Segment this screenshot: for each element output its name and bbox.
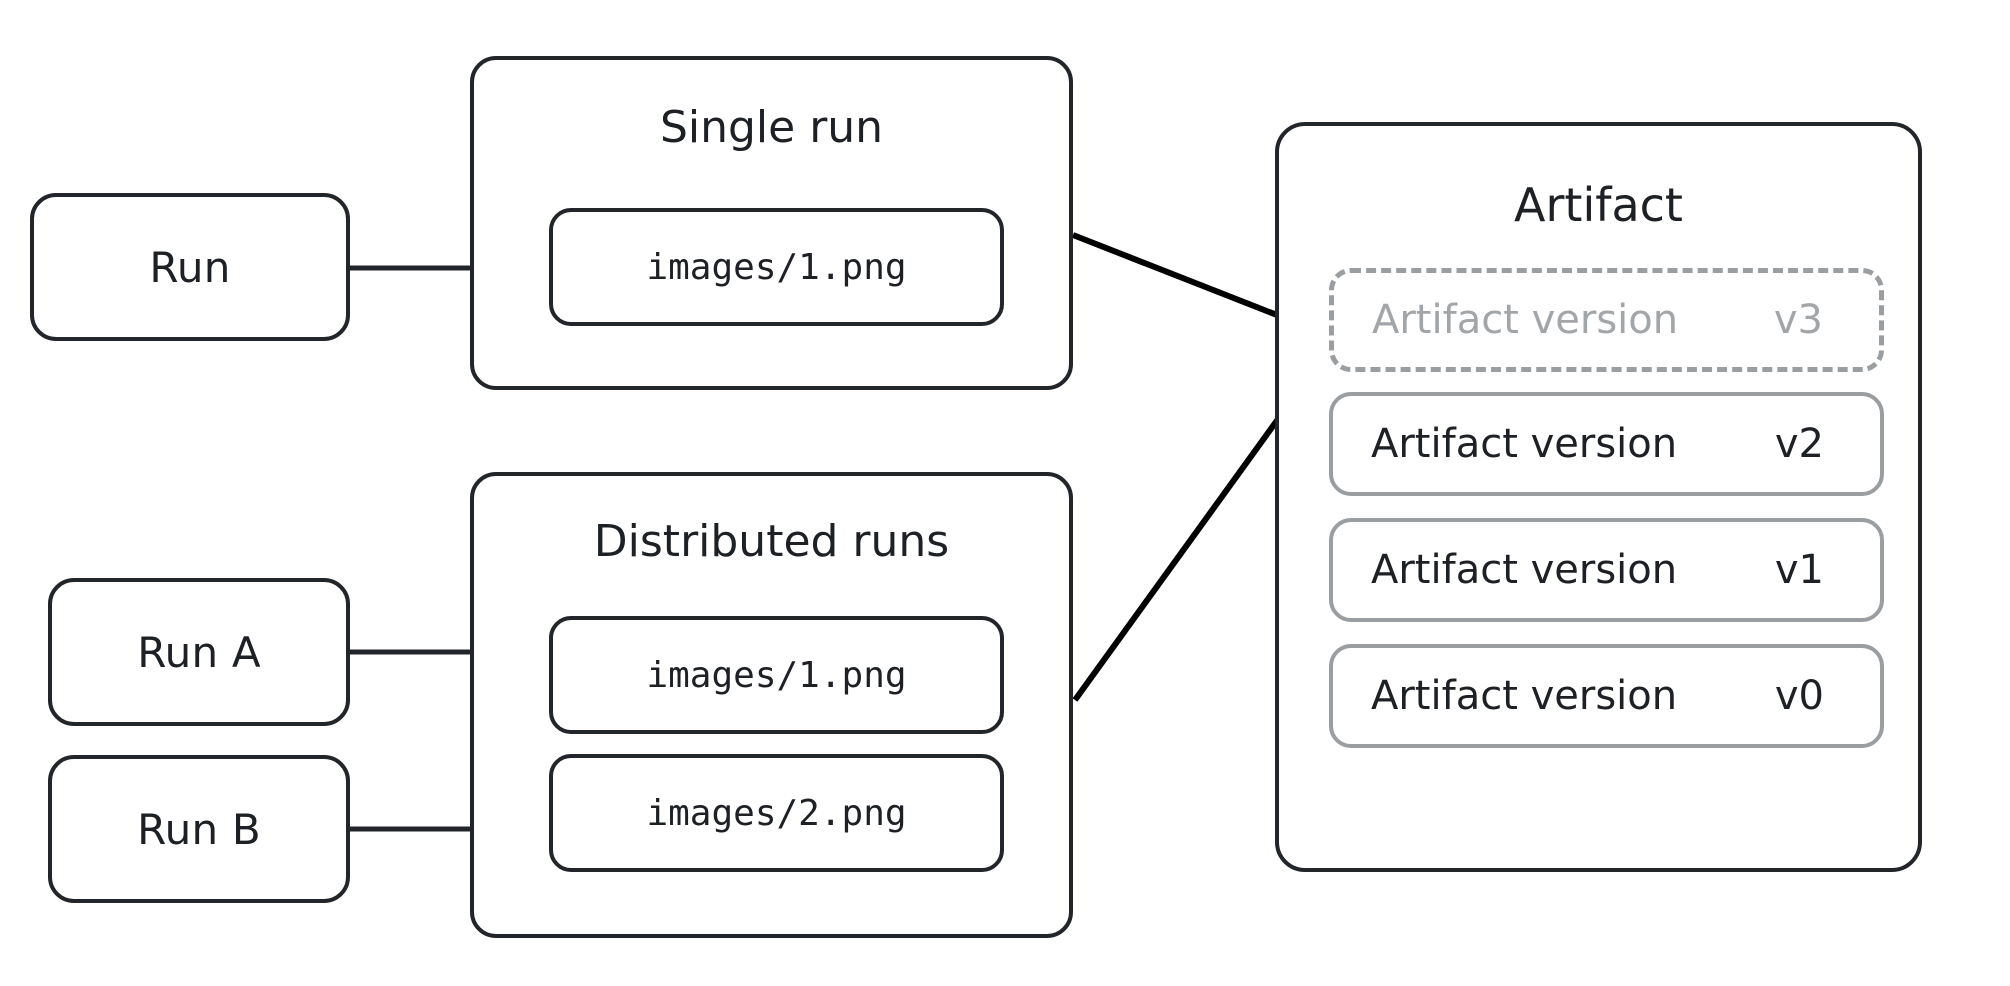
artifact-version-v2-tag: v2 xyxy=(1774,421,1824,467)
artifact-version-v2[interactable]: Artifact version v2 xyxy=(1329,392,1884,496)
artifact-version-v1-label: Artifact version xyxy=(1371,547,1678,593)
file-node-distributed-image-2[interactable]: images/2.png xyxy=(549,754,1004,872)
group-single-run-title: Single run xyxy=(659,102,884,153)
artifact-version-v2-label: Artifact version xyxy=(1371,421,1678,467)
node-run-a-label: Run A xyxy=(137,627,261,677)
artifact-version-v3[interactable]: Artifact version v3 xyxy=(1329,268,1884,372)
artifact-version-v0-label: Artifact version xyxy=(1371,673,1678,719)
node-run-b-label: Run B xyxy=(137,804,261,854)
node-run[interactable]: Run xyxy=(30,193,350,341)
file-node-distributed-image-1[interactable]: images/1.png xyxy=(549,616,1004,734)
file-node-single-run-image-1[interactable]: images/1.png xyxy=(549,208,1004,326)
group-distributed-runs: Distributed runs images/1.png images/2.p… xyxy=(470,472,1073,938)
group-single-run: Single run images/1.png xyxy=(470,56,1073,390)
artifact-panel: Artifact Artifact version v3 Artifact ve… xyxy=(1275,122,1922,872)
node-run-b[interactable]: Run B xyxy=(48,755,350,903)
node-run-a[interactable]: Run A xyxy=(48,578,350,726)
group-distributed-runs-title: Distributed runs xyxy=(593,516,950,567)
artifact-version-v1-tag: v1 xyxy=(1774,547,1824,593)
node-run-label: Run xyxy=(149,242,231,292)
artifact-panel-title: Artifact xyxy=(1514,178,1683,232)
file-node-distributed-image-1-label: images/1.png xyxy=(646,654,907,696)
file-node-distributed-image-2-label: images/2.png xyxy=(646,792,907,834)
file-node-single-run-image-1-label: images/1.png xyxy=(646,246,907,288)
artifact-version-v0-tag: v0 xyxy=(1774,673,1824,719)
artifact-version-v1[interactable]: Artifact version v1 xyxy=(1329,518,1884,622)
artifact-version-v0[interactable]: Artifact version v0 xyxy=(1329,644,1884,748)
artifact-version-v3-tag: v3 xyxy=(1773,297,1823,343)
artifact-version-v3-label: Artifact version xyxy=(1372,297,1679,343)
